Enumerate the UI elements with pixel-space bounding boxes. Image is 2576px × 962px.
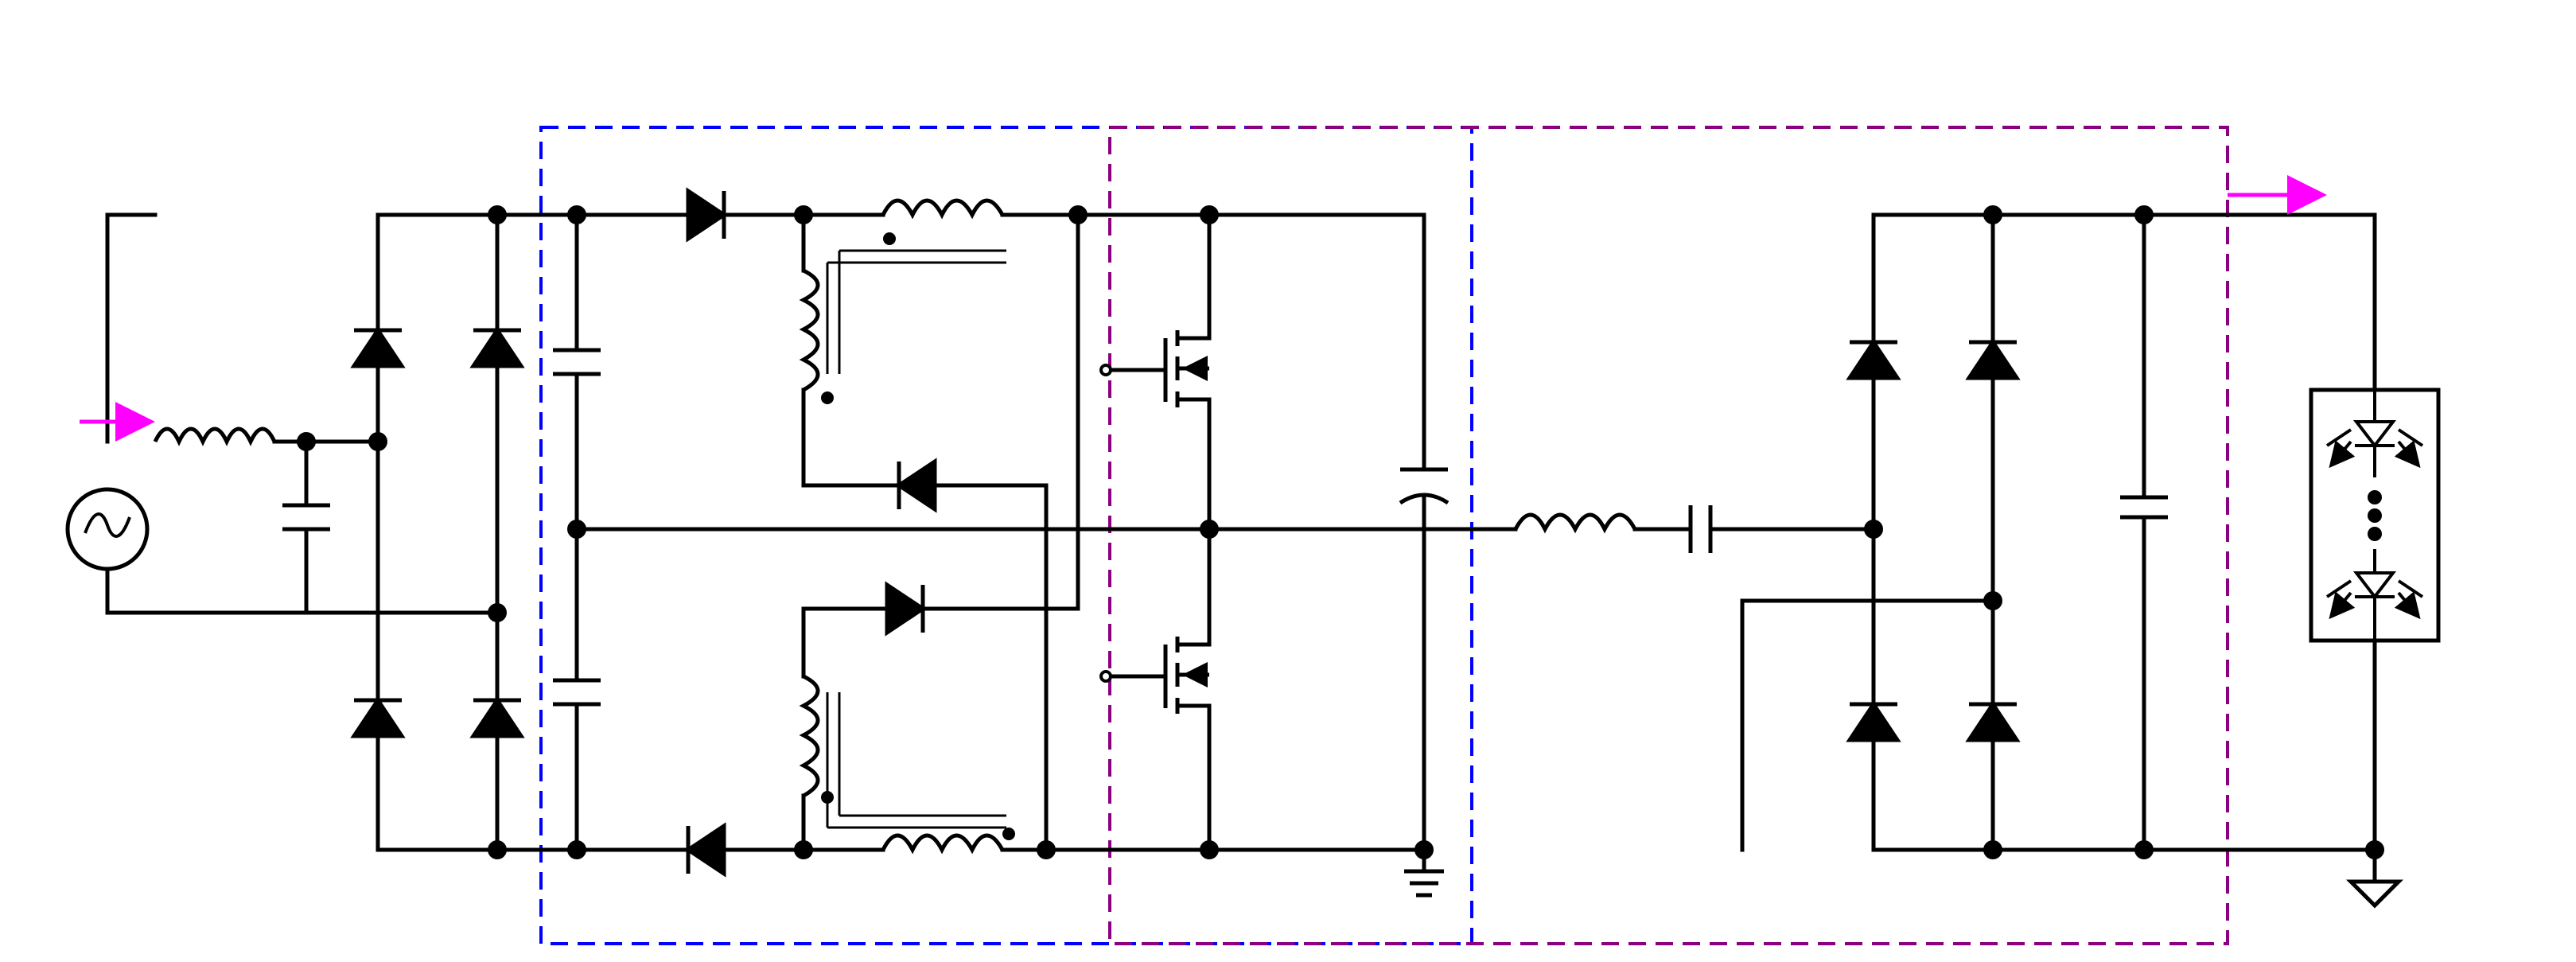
buck-block-box	[539, 126, 1473, 945]
do2-diode	[1846, 700, 1901, 742]
led-module	[2311, 388, 2438, 643]
led-bottom-symbol	[2352, 571, 2397, 600]
wire	[1871, 212, 2377, 852]
lb4-inductor	[881, 833, 1005, 855]
s2-gate-terminal	[1099, 670, 1112, 683]
cin1-capacitor	[553, 348, 601, 376]
led-emission-arrows	[2399, 579, 2422, 617]
lb2-polarity-dot	[821, 391, 834, 404]
lb2-inductor	[799, 268, 820, 392]
wire	[920, 212, 1080, 611]
lb1-inductor	[881, 198, 1005, 220]
do4-diode	[1965, 700, 2021, 742]
ground-symbol	[1404, 869, 1444, 898]
lr-inductor	[1513, 512, 1637, 534]
lb4-polarity-dot	[1002, 828, 1015, 840]
coupling-core-top	[826, 249, 1006, 374]
led-top-symbol	[2352, 420, 2397, 449]
cr-capacitor	[1688, 505, 1713, 553]
s1-mosfet	[1110, 322, 1212, 407]
s1-gate-terminal	[1099, 364, 1112, 376]
do3-diode	[1965, 338, 2021, 380]
led-ellipsis-dot	[2368, 490, 2382, 504]
led-ellipsis-dot	[2368, 508, 2382, 523]
co-capacitor	[2120, 495, 2168, 520]
dr3-diode	[469, 326, 525, 368]
led-emission-arrows	[2327, 579, 2351, 617]
resonant-block-box	[1108, 126, 2229, 945]
s2-mosfet	[1110, 629, 1212, 714]
cdc-capacitor-curve	[1399, 493, 1449, 505]
cin2-capacitor	[553, 678, 601, 707]
led-emission-arrows	[2327, 428, 2351, 465]
wire	[105, 567, 500, 615]
lb3-polarity-dot	[821, 791, 834, 804]
junction-dots	[297, 205, 2384, 859]
db4-diode	[684, 822, 726, 878]
wire	[105, 212, 158, 444]
led-ellipsis-dot	[2368, 527, 2382, 541]
wire	[1871, 212, 1995, 852]
dr1-diode	[350, 326, 406, 368]
db3-diode	[885, 581, 927, 637]
output-ground-symbol	[2345, 879, 2404, 909]
wire	[1740, 598, 1995, 852]
sine-glyph	[84, 512, 131, 538]
lf-inductor	[153, 426, 277, 446]
led-emission-arrows	[2399, 428, 2422, 465]
coupling-core-bottom	[826, 692, 1006, 829]
do1-diode	[1846, 338, 1901, 380]
db1-diode	[686, 187, 728, 243]
dr4-diode	[469, 696, 525, 738]
lb1-polarity-dot	[883, 232, 896, 245]
db2-diode	[895, 458, 937, 513]
cf-capacitor	[282, 503, 330, 532]
dr2-diode	[350, 696, 406, 738]
lb3-inductor	[799, 674, 820, 798]
